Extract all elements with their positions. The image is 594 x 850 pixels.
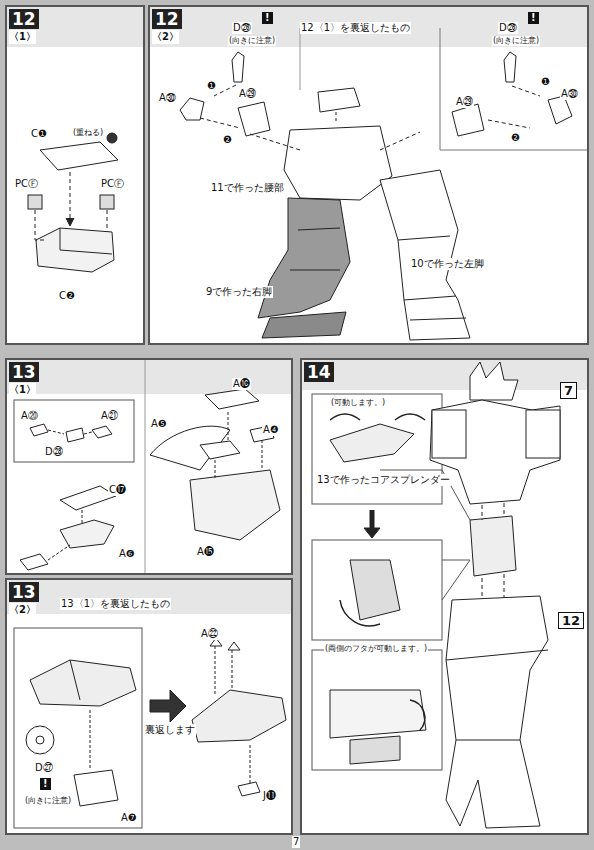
part-label: 11で作った腰部: [210, 182, 285, 194]
part-label: (向きに注意): [492, 36, 540, 46]
step-number: 12: [9, 9, 39, 29]
part-label: D㉖: [232, 22, 252, 34]
step-header: 12〈2〉: [152, 9, 182, 44]
sub-step: 〈1〉: [9, 383, 36, 397]
part-label: !: [262, 12, 273, 24]
part-label: A㉙: [455, 96, 474, 108]
part-label: PCⒻ: [100, 178, 125, 190]
part-label: C❶: [30, 128, 48, 140]
part-label: A⑳: [20, 410, 39, 422]
part-label: A❹: [262, 424, 280, 436]
step-number: 13: [9, 362, 39, 382]
part-label: ❷: [510, 132, 521, 144]
part-label: A㉚: [158, 92, 177, 104]
part-label: (可動します。): [330, 398, 386, 408]
step-number: 12: [152, 9, 182, 29]
part-label: 10で作った左脚: [410, 258, 485, 270]
part-label: 7: [560, 382, 577, 399]
sub-step: 〈2〉: [9, 603, 36, 617]
step-panel: 14: [300, 358, 589, 835]
page-number: 7: [292, 836, 300, 848]
step-header: 12〈1〉: [9, 9, 39, 44]
part-label: 13で作ったコアスプレンダー: [316, 474, 451, 486]
step-number: 13: [9, 582, 39, 602]
part-label: (向きに注意): [24, 796, 72, 806]
part-label: C❷: [58, 290, 76, 302]
part-label: C⓱: [108, 484, 127, 496]
sub-step: 〈1〉: [9, 30, 36, 44]
part-label: 裏返します: [144, 724, 196, 736]
part-label: ❶: [206, 80, 217, 92]
part-label: 12〈1〉を裏返したもの: [300, 22, 411, 34]
sub-step: 〈2〉: [152, 30, 179, 44]
part-label: A❼: [120, 812, 138, 824]
part-label: A⓰: [232, 378, 251, 390]
part-label: A❺: [150, 418, 168, 430]
part-label: A㉒: [200, 628, 219, 640]
part-label: (重ねる): [72, 128, 104, 138]
part-label: 9で作った右脚: [205, 286, 273, 298]
part-label: !: [528, 12, 539, 24]
part-label: (向きに注意): [228, 36, 276, 46]
part-label: !: [40, 778, 51, 790]
part-label: J⓫: [262, 790, 277, 802]
part-label: ❶: [540, 76, 551, 88]
step-header: 14: [304, 362, 334, 382]
part-label: PCⒻ: [14, 178, 39, 190]
part-label: (両側のフタが可動します。): [324, 644, 428, 654]
part-label: 13〈1〉を裏返したもの: [60, 598, 171, 610]
part-label: D㉘: [44, 446, 64, 458]
part-label: A❻: [118, 548, 136, 560]
step-number: 14: [304, 362, 334, 382]
step-header: 13〈1〉: [9, 362, 39, 397]
part-label: D㉖: [498, 22, 518, 34]
part-label: A㉙: [238, 88, 257, 100]
part-label: D㉗: [34, 762, 54, 774]
part-label: ❷: [222, 134, 233, 146]
part-label: A⓯: [196, 546, 215, 558]
step-header: 13〈2〉: [9, 582, 39, 617]
part-label: A㉚: [560, 88, 579, 100]
part-label: A㉑: [100, 410, 119, 422]
step-panel: 13〈1〉: [5, 358, 293, 575]
part-label: 12: [558, 612, 584, 629]
